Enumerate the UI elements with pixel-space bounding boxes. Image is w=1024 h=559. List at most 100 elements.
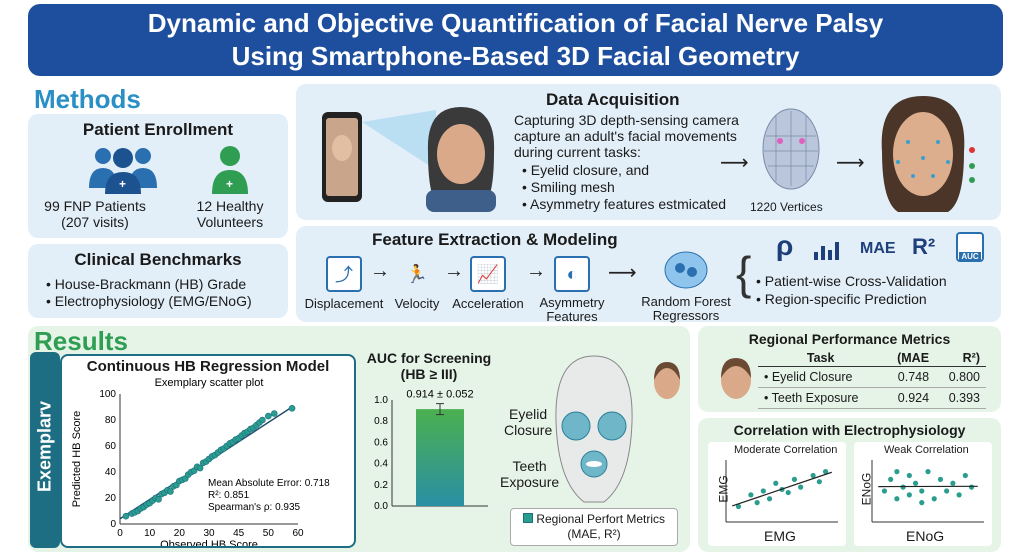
- table-header: (MAE: [883, 350, 936, 367]
- enog-plot-title: Weak Correlation: [884, 444, 969, 456]
- clinical-benchmarks-panel: Clinical Benchmarks House-Brackmann (HB)…: [28, 244, 288, 318]
- x-tick-label: 0: [117, 528, 123, 539]
- x-tick-label: 50: [263, 528, 275, 539]
- teeth-exposure-label: Teeth Exposure: [500, 458, 560, 490]
- regression-chart-panel: Continuous HB Regression Model Exemplary…: [60, 354, 356, 548]
- vertices-label: 1220 Vertices: [750, 200, 823, 214]
- scatter-point: [754, 500, 760, 506]
- x-tick-label: 20: [174, 528, 186, 539]
- feature-extraction-panel: Feature Extraction & Modeling ⤴ Displace…: [296, 226, 1001, 324]
- x-tick-label: 60: [292, 528, 304, 539]
- regression-title: Continuous HB Regression Model: [86, 358, 330, 375]
- y-tick-label: 0.6: [374, 437, 388, 448]
- table-row: • Teeth Exposure 0.924 0.393: [758, 387, 986, 409]
- stat-spearman: Spearman's ρ: 0.935: [208, 502, 301, 513]
- displacement-icon: ⤴: [326, 256, 362, 292]
- scatter-point: [937, 476, 944, 482]
- regional-title: Regional Performance Metrics: [748, 331, 951, 347]
- stat-mae: Mean Absolute Error: 0.718: [208, 478, 330, 489]
- face-mesh-icon: [762, 108, 820, 190]
- scatter-point: [962, 472, 968, 479]
- exemplary-side-tab: Exemplarv: [30, 352, 60, 548]
- step-asymmetry: ◐ Asymmetry Features: [532, 256, 612, 324]
- scatter-point: [894, 496, 900, 502]
- emg-scatter-plot: [725, 460, 838, 523]
- y-tick-label: 80: [105, 415, 117, 426]
- auc-title-2: (HB ≥ III): [400, 366, 458, 382]
- chart-icon: 📈: [470, 256, 506, 292]
- scatter-point: [894, 469, 900, 475]
- arrow-icon: ⟶: [836, 152, 865, 174]
- results-heading: Results: [34, 326, 128, 356]
- y-tick-label: 0.4: [374, 459, 388, 470]
- eyelid-closure-label: Eyelid Closure: [504, 406, 553, 438]
- scatter-point: [155, 496, 162, 503]
- y-tick-label: 0: [110, 519, 116, 530]
- y-tick-label: 20: [105, 493, 117, 504]
- scatter-point: [748, 492, 754, 498]
- legend-label-2: (MAE, R²): [567, 527, 621, 541]
- task-item: Asymmetry features estmicated: [522, 196, 726, 213]
- scatter-point: [270, 410, 278, 417]
- emg-y-label: EMG: [716, 475, 731, 503]
- methods-heading: Methods: [34, 84, 141, 114]
- random-forest-model: Random Forest Regressors: [638, 248, 734, 323]
- step-velocity: 🏃 Velocity: [388, 256, 446, 312]
- bar-chart-icon: [814, 242, 839, 260]
- scatter-point: [773, 480, 779, 486]
- scatter-point: [888, 476, 894, 482]
- scatter-point: [906, 492, 912, 498]
- emg-plot-title: Moderate Correlation: [734, 444, 838, 456]
- table-header: Task: [758, 350, 884, 367]
- arrow-icon: →: [526, 260, 546, 282]
- scatter-point: [791, 476, 798, 482]
- landmarked-face-photo: [881, 96, 975, 212]
- scatter-point: [785, 489, 791, 496]
- patients-group-icon: +: [89, 148, 157, 194]
- enog-y-label: ENoG: [859, 472, 874, 506]
- scatter-point: [919, 500, 925, 506]
- step-acceleration: 📈 Acceleration: [446, 256, 530, 311]
- title-line-1: Dynamic and Objective Quantification of …: [147, 8, 884, 38]
- correlation-title: Correlation with Electrophysiology: [733, 422, 966, 438]
- scatter-point: [122, 512, 130, 520]
- regional-metrics-table: Task (MAE R²) • Eyelid Closure 0.748 0.8…: [758, 350, 986, 409]
- brain-gears-icon: [664, 251, 708, 289]
- scatter-point: [798, 484, 804, 490]
- benchmarks-title: Clinical Benchmarks: [74, 250, 242, 269]
- table-row: • Eyelid Closure 0.748 0.800: [758, 366, 986, 388]
- task-item: Smiling mesh: [522, 179, 726, 196]
- x-axis-label: Observed HB Score: [160, 539, 258, 546]
- table-cell: • Eyelid Closure: [758, 366, 884, 388]
- scatter-point: [766, 496, 773, 502]
- scatter-point: [931, 496, 937, 502]
- step-displacement: ⤴ Displacement: [304, 256, 384, 311]
- chart-subtitle: Exemplary scatter plot: [155, 377, 264, 389]
- scatter-point: [167, 488, 174, 495]
- legend-swatch: [522, 513, 533, 523]
- y-tick-label: 0.8: [374, 416, 388, 427]
- scatter-point: [944, 488, 950, 494]
- svg-text:+: +: [119, 177, 126, 191]
- scatter-point: [816, 479, 822, 485]
- healthy-count: 12 Healthy Volunteers: [196, 198, 264, 230]
- benchmark-item: Electrophysiology (EMG/ENoG): [46, 293, 288, 310]
- scatter-point: [265, 412, 272, 420]
- stat-r2: R²: 0.851: [208, 490, 250, 501]
- table-cell: • Teeth Exposure: [758, 387, 884, 409]
- table-cell: 0.393: [935, 387, 986, 409]
- y-axis-label: Predicted HB Score: [71, 411, 83, 508]
- mae-symbol: MAE: [860, 240, 896, 257]
- scatter-point: [956, 492, 962, 498]
- scatter-point: [925, 469, 931, 475]
- brace-icon: {: [736, 247, 752, 299]
- scatter-point: [822, 469, 829, 475]
- enog-x-label: ENoG: [906, 528, 945, 544]
- arrow-icon: →: [370, 260, 390, 282]
- emg-plot-card: Moderate Correlation EMG EMG: [708, 442, 846, 546]
- features-title: Feature Extraction & Modeling: [372, 230, 618, 249]
- scatter-point: [968, 484, 975, 490]
- table-cell: 0.924: [883, 387, 936, 409]
